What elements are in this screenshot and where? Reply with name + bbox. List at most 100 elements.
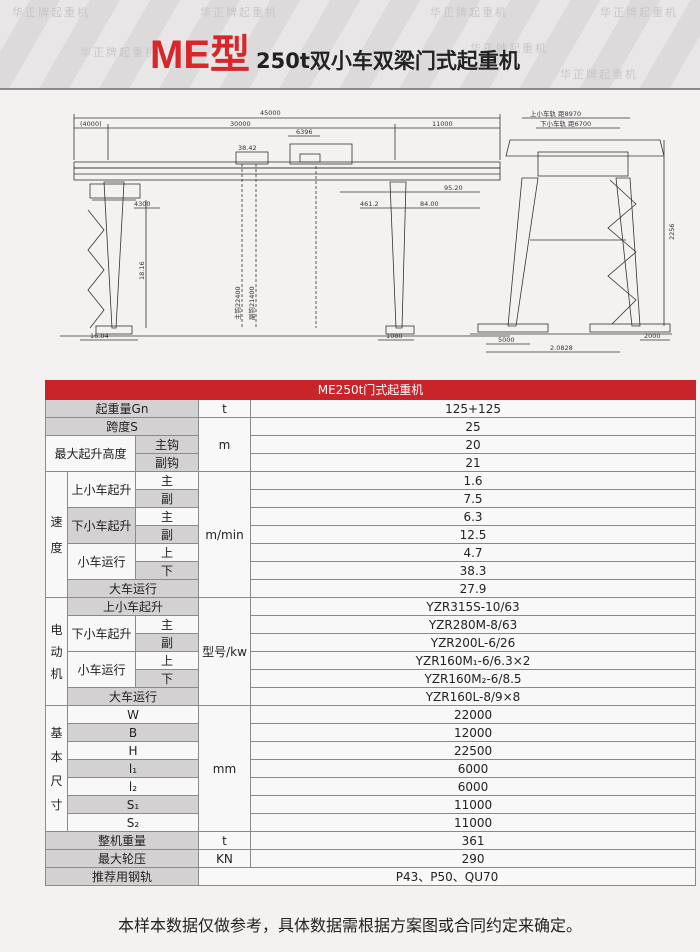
table-row: 跨度S m 25: [45, 417, 697, 472]
row-value: YZR280M-8/63: [249, 615, 697, 634]
row-label: 副钩: [135, 453, 199, 472]
row-label: 最大轮压: [45, 849, 199, 868]
row-value: 4.7: [249, 543, 697, 562]
row-value: 7.5: [249, 489, 697, 508]
row-value: 20: [249, 435, 697, 454]
dim-9520: 95.20: [444, 184, 463, 192]
row-sub-label: 下小车起升: [67, 615, 136, 652]
table-row: 副钩 21: [46, 453, 697, 472]
table-row: 下小车起升 主 YZR280M-8/63: [46, 615, 697, 652]
row-value: 1.6: [249, 471, 697, 490]
dim-hook-aux: 副钩21400: [247, 286, 256, 320]
dim-height-left: 18.16: [138, 261, 146, 280]
table-row: 基本尺寸 W mm 22000: [45, 705, 697, 832]
table-row: 起重量Gn t 125+125: [45, 399, 697, 418]
table-row: 下 38.3: [46, 561, 697, 580]
table-row: 整机重量 t 361: [45, 831, 697, 850]
table-row: 最大轮压 KN 290: [45, 849, 697, 868]
watermark: 华正牌起重机: [560, 68, 638, 81]
table-row: B 12000: [46, 723, 697, 742]
table-row: S₁ 11000: [46, 795, 697, 814]
row-value: 6000: [249, 759, 697, 778]
table-row: 副 YZR200L-6/26: [46, 633, 697, 652]
row-label: 副: [135, 489, 199, 508]
watermark: 华正牌起重机: [12, 6, 90, 19]
table-row: 下 YZR160M₂-6/8.5: [46, 669, 697, 688]
watermark: 华正牌起重机: [600, 6, 678, 19]
row-label: 主: [135, 615, 199, 634]
row-value: P43、P50、QU70: [197, 867, 697, 886]
row-value: 38.3: [249, 561, 697, 580]
table-row: 小车运行 上 4.7: [46, 543, 697, 580]
row-value: YZR160M₂-6/8.5: [249, 669, 697, 688]
dim-3842: 38.42: [238, 144, 257, 152]
dim-2000: 2000: [644, 332, 661, 340]
row-label: l₂: [67, 777, 199, 796]
row-label: H: [67, 741, 199, 760]
dim-4300: 4300: [134, 200, 151, 208]
table-row: 速度 上小车起升 主 m/min 1.6: [45, 471, 697, 598]
crane-drawing-svg: 45000 (4000) 30000 11000 6396 38.42 95.2…: [60, 109, 676, 353]
row-label: 副: [135, 633, 199, 652]
table-row: 大车运行 27.9: [46, 579, 697, 598]
row-unit: 型号/kw: [198, 597, 251, 706]
dim-1604: 16.04: [90, 332, 109, 340]
page-header: 华正牌起重机 华正牌起重机 华正牌起重机 华正牌起重机 华正牌起重机 华正牌起重…: [0, 0, 700, 88]
watermark: 华正牌起重机: [200, 6, 278, 19]
row-value: 11000: [249, 795, 697, 814]
row-label: 上小车起升: [67, 597, 199, 616]
row-sub-label: 小车运行: [67, 543, 136, 580]
row-group-label: 基本尺寸: [45, 705, 68, 832]
footnote: 本样本数据仅做参考，具体数据需根据方案图或合同约定来确定。: [117, 916, 582, 935]
row-group-label: 速度: [45, 471, 68, 598]
dim-8400: 84.00: [420, 200, 439, 208]
dim-1080: 1080: [386, 332, 403, 340]
row-label: 大车运行: [67, 579, 199, 598]
table-row: H 22500: [46, 741, 697, 760]
dim-5000: 5000: [498, 336, 515, 344]
row-label: B: [67, 723, 199, 742]
dim-side-8970: 上小车轨 距8970: [530, 109, 581, 118]
row-label: 整机重量: [45, 831, 199, 850]
row-value: 27.9: [249, 579, 697, 598]
row-label: W: [67, 705, 199, 724]
row-label: S₂: [67, 813, 199, 832]
row-sub-label: 上小车起升: [67, 471, 136, 508]
row-label: 大车运行: [67, 687, 199, 706]
row-unit: m/min: [198, 471, 251, 598]
row-value: 361: [249, 831, 697, 850]
row-value: YZR315S-10/63: [249, 597, 697, 616]
row-value: 125+125: [249, 399, 697, 418]
row-label: S₁: [67, 795, 199, 814]
table-title: ME250t门式起重机: [44, 380, 697, 400]
table-row: 推荐用钢轨 P43、P50、QU70: [45, 867, 697, 886]
dim-20828: 2.0828: [550, 344, 573, 352]
row-label: 起重量Gn: [45, 399, 199, 418]
row-value: 21: [249, 453, 697, 472]
row-unit: KN: [198, 849, 251, 868]
table-row: 电动机 上小车起升 型号/kw YZR315S-10/63: [45, 597, 697, 706]
row-label: 主: [135, 471, 199, 490]
dim-total: 45000: [260, 109, 281, 117]
row-value: YZR160M₁-6/6.3×2: [249, 651, 697, 670]
header-rule: [0, 88, 700, 90]
row-group-label: 电动机: [45, 597, 68, 706]
dim-cantilever-left: (4000): [80, 120, 102, 128]
row-group-label: 最大起升高度: [45, 435, 136, 472]
crane-drawing: 45000 (4000) 30000 11000 6396 38.42 95.2…: [60, 100, 680, 362]
row-value: 12.5: [249, 525, 697, 544]
dim-side-6700: 下小车轨 距6700: [540, 119, 591, 128]
table-row: 下小车起升 主 6.3: [46, 507, 697, 544]
model-name: ME型: [150, 33, 250, 77]
row-unit: t: [198, 399, 251, 418]
row-value: 11000: [249, 813, 697, 832]
dim-hook-main: 主钩22400: [233, 286, 242, 320]
row-value: 6000: [249, 777, 697, 796]
row-label: 上: [135, 651, 199, 670]
row-value: 22500: [249, 741, 697, 760]
row-value: YZR200L-6/26: [249, 633, 697, 652]
watermark: 华正牌起重机: [80, 46, 158, 59]
dim-4612: 461.2: [360, 200, 379, 208]
table-row: 小车运行 上 YZR160M₁-6/6.3×2: [46, 651, 697, 688]
row-label: 下: [135, 669, 199, 688]
